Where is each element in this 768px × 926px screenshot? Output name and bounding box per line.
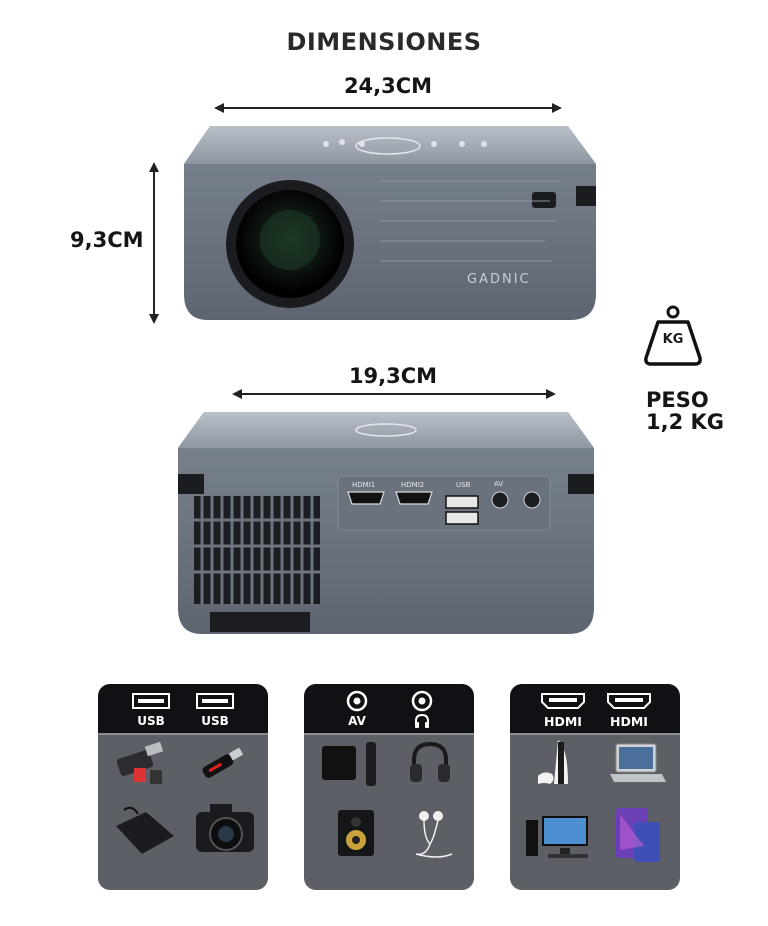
height-label: 9,3CM — [70, 228, 144, 252]
tv-box-icon — [322, 742, 376, 786]
av-port-icon — [346, 690, 368, 712]
usb-stick-icon — [202, 747, 244, 778]
weight-icon — [644, 305, 702, 366]
hdmi-port-icon — [541, 693, 585, 709]
usb-label: USB — [137, 714, 165, 728]
usb-port-icon — [132, 693, 170, 709]
width-top-label: 24,3CM — [343, 74, 433, 98]
usb-card-header — [98, 684, 268, 735]
port-label-usb: USB — [456, 481, 471, 489]
av-label: AV — [348, 714, 366, 728]
av-card: AV — [304, 684, 474, 890]
height-arrow — [149, 162, 159, 324]
projector-back-image — [178, 412, 594, 634]
usb-port-icon — [196, 693, 234, 709]
brand-logo: GADNIC — [467, 272, 531, 287]
external-hdd-icon — [116, 806, 174, 854]
laptop-icon — [610, 743, 666, 782]
port-label-hdmi2: HDMI2 — [401, 481, 425, 489]
port-label-av: AV — [494, 480, 504, 488]
headphones-icon — [410, 741, 450, 782]
earphones-icon — [415, 811, 453, 858]
weight-label: PESO — [646, 388, 709, 412]
usb-label: USB — [201, 714, 229, 728]
hdmi-label: HDMI — [544, 714, 582, 729]
port-label-hdmi1: HDMI1 — [352, 481, 376, 489]
tablet-icon — [616, 808, 660, 862]
weight-value: 1,2 KG — [646, 410, 725, 434]
speaker-icon — [338, 810, 374, 856]
camera-icon — [196, 804, 254, 852]
card-reader-icon — [116, 741, 164, 784]
projector-front-image — [184, 126, 596, 320]
hdmi-card-header — [510, 684, 680, 735]
headphone-jack-icon — [411, 690, 433, 712]
game-console-icon — [538, 740, 568, 784]
width-back-arrow — [232, 389, 556, 399]
weight-icon-text: KG — [662, 332, 684, 347]
desktop-pc-icon — [526, 816, 588, 858]
hdmi-card: HDMI HDMI — [510, 684, 680, 890]
headphones-symbol-icon — [415, 713, 429, 728]
hdmi-port-icon — [607, 693, 651, 709]
width-back-label: 19,3CM — [348, 364, 438, 388]
av-card-header — [304, 684, 474, 735]
usb-card: USB USB — [98, 684, 268, 890]
page-title: DIMENSIONES — [286, 28, 482, 56]
width-top-arrow — [214, 103, 562, 113]
hdmi-label: HDMI — [610, 714, 648, 729]
